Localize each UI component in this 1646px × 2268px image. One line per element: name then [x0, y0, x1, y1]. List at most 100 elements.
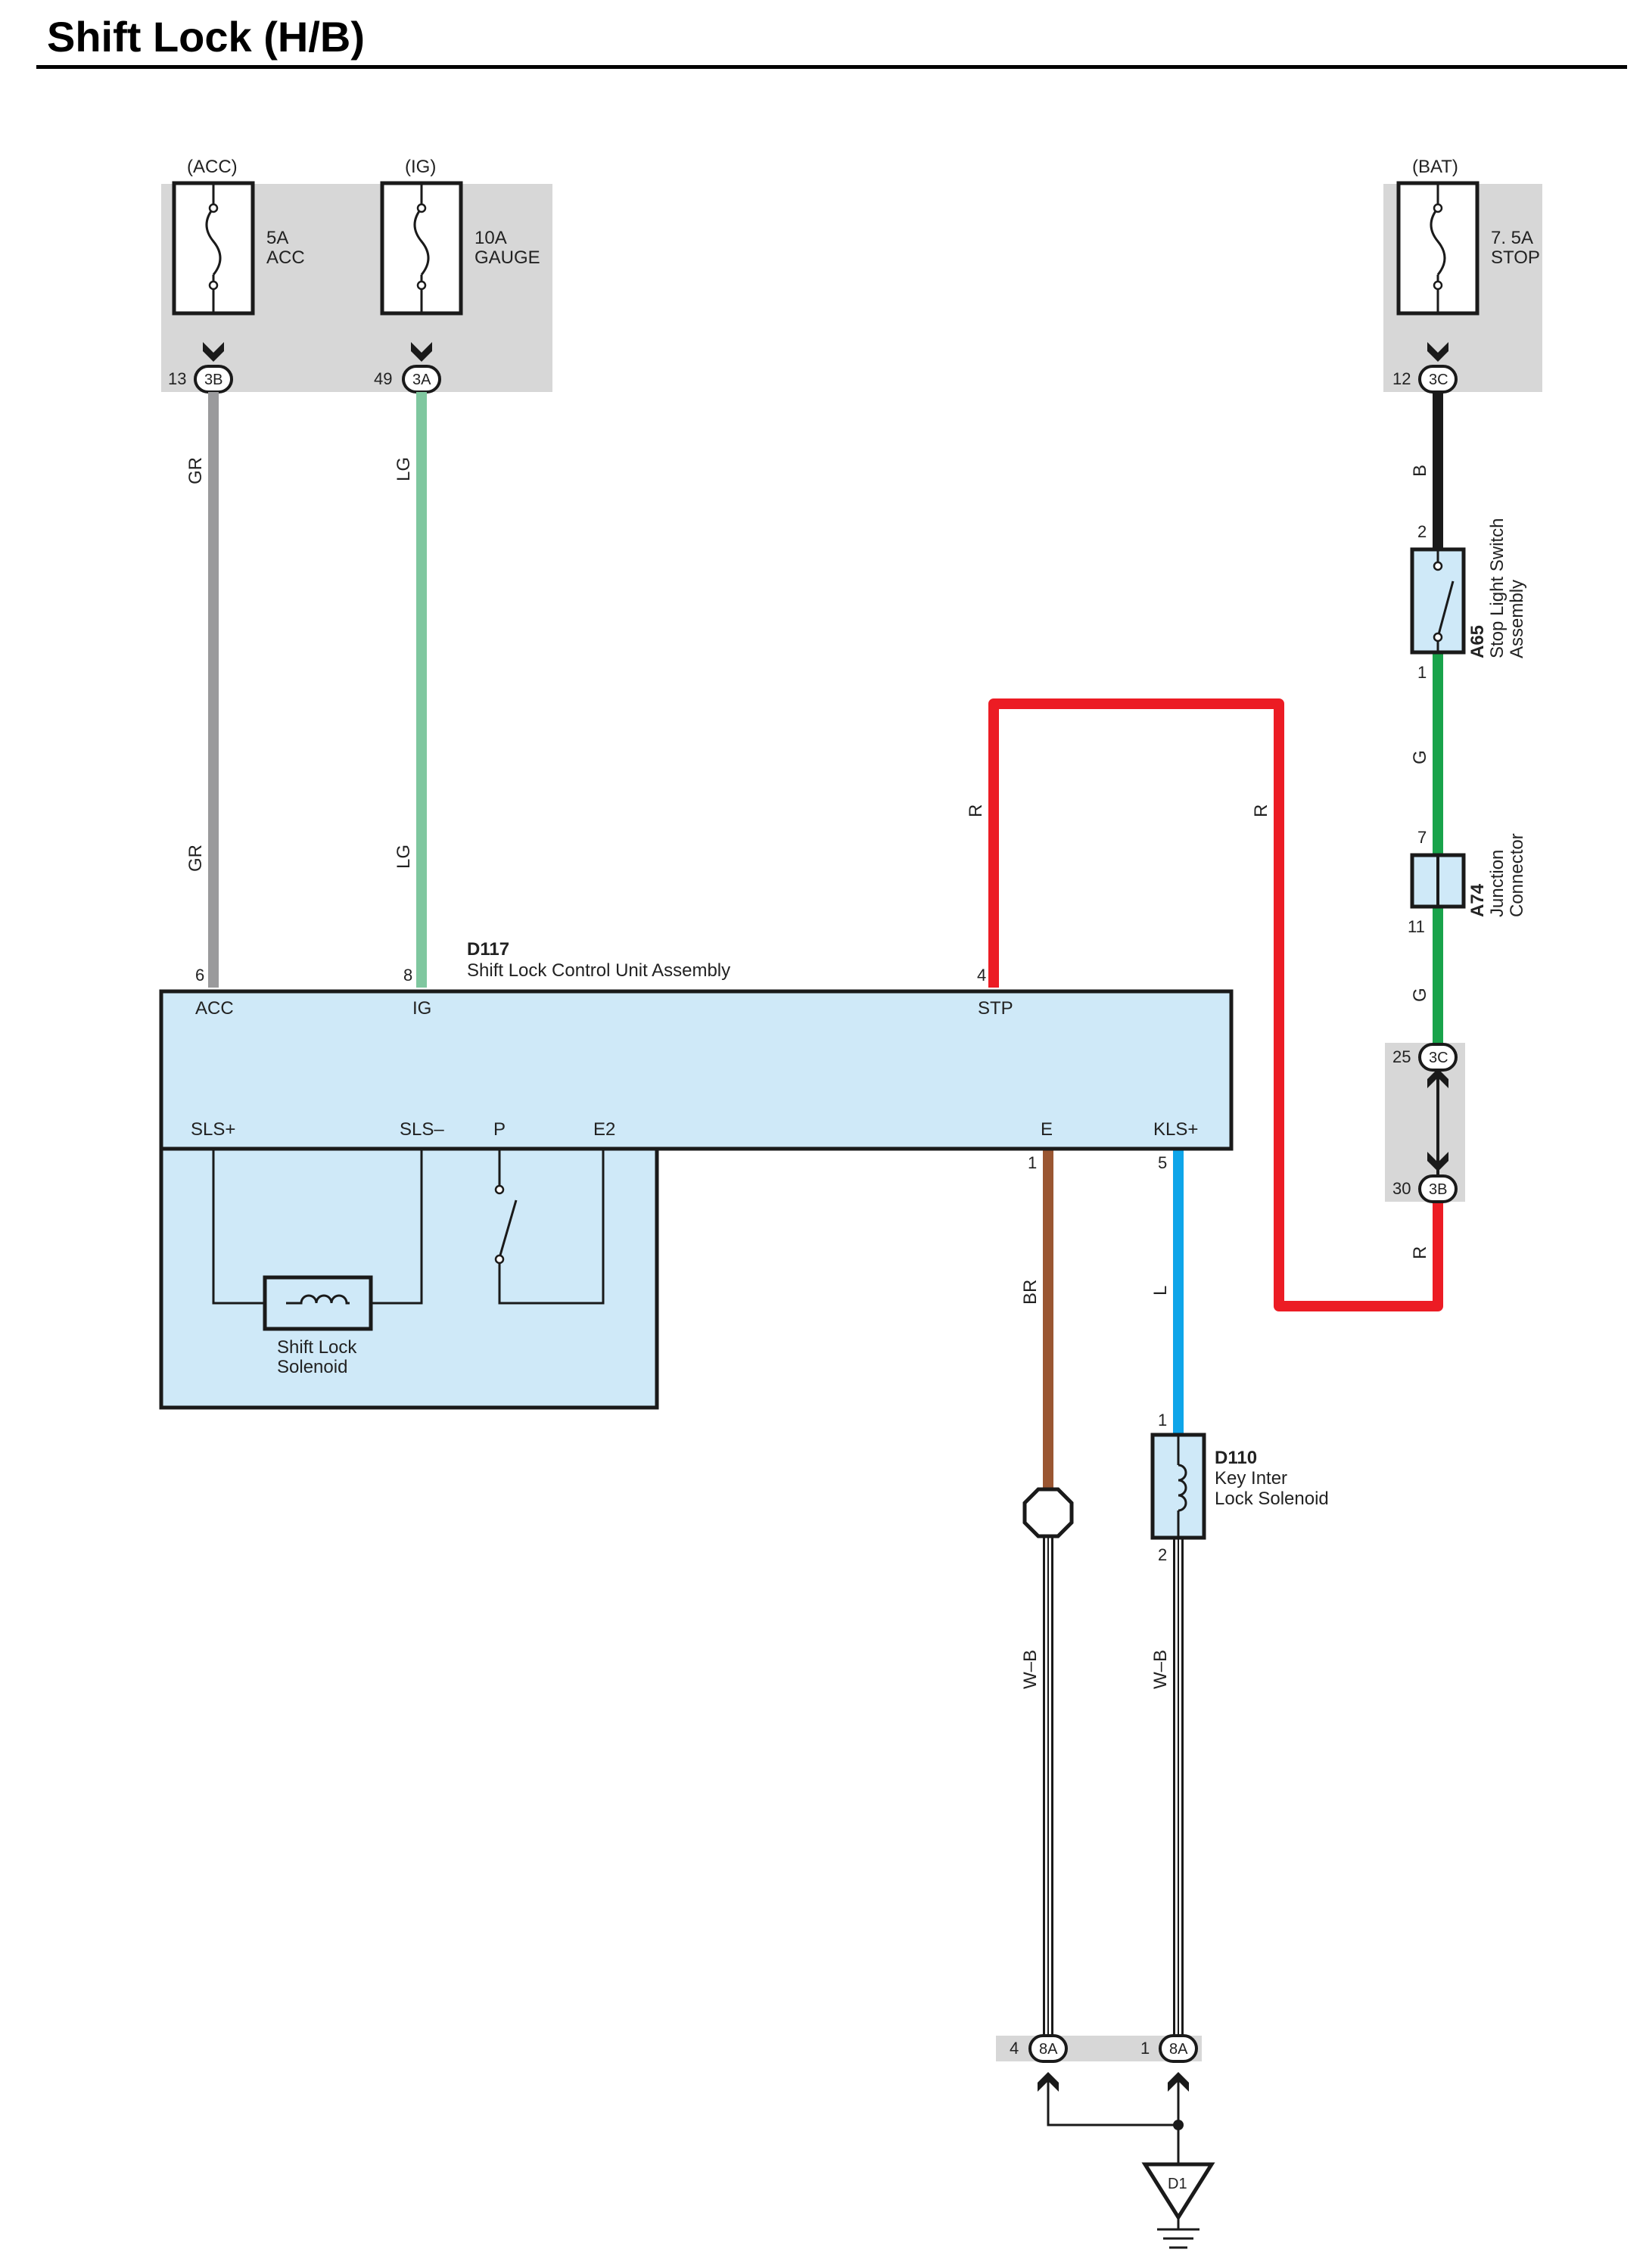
fuse-gauge: (IG) 10A GAUGE — [380, 157, 540, 316]
wire-label-l: L — [1150, 1286, 1171, 1296]
terminal-p: P — [493, 1119, 506, 1140]
arrow-down-icon — [1427, 342, 1448, 362]
a74-name-line1: Junction — [1487, 850, 1508, 917]
fuse-acc: (ACC) 5A ACC — [172, 157, 305, 316]
fuse-icon — [413, 207, 430, 275]
svg-text:3C: 3C — [1429, 372, 1448, 388]
wire-label-wb: W–B — [1150, 1650, 1171, 1689]
fuse-acc-rating: 5A — [266, 228, 288, 248]
a65-id: A65 — [1467, 625, 1488, 658]
fuse-gauge-rating: 10A — [475, 228, 507, 248]
coil-icon — [1178, 1464, 1187, 1512]
wire-label-g: G — [1410, 750, 1430, 764]
title-rule — [36, 65, 1627, 69]
ground-d1: D1 — [1141, 2162, 1215, 2249]
svg-text:2: 2 — [1158, 1545, 1167, 1564]
terminal-sls-plus: SLS+ — [191, 1119, 235, 1140]
d110-id: D110 — [1215, 1448, 1257, 1468]
switch-icon — [1436, 580, 1455, 638]
svg-text:12: 12 — [1392, 369, 1411, 388]
terminal-acc: ACC — [195, 998, 234, 1019]
wire-label-r: R — [1410, 1246, 1430, 1259]
wire-label-lg: LG — [394, 457, 414, 481]
svg-text:25: 25 — [1392, 1047, 1411, 1066]
svg-text:7: 7 — [1417, 828, 1427, 847]
terminal-stp: STP — [978, 998, 1013, 1019]
wire-label-b: B — [1410, 465, 1430, 477]
connector-12-3c: 12 3C — [1392, 365, 1458, 394]
wire-label-g: G — [1410, 988, 1430, 1002]
fuse-stop-source: (BAT) — [1412, 157, 1458, 177]
wire-label-r: R — [1251, 804, 1271, 817]
terminal-e2: E2 — [593, 1119, 615, 1140]
arrow-down-icon — [411, 342, 432, 362]
arrow-down-icon — [203, 342, 224, 362]
svg-text:1: 1 — [1417, 663, 1427, 682]
fuse-stop-rating: 7. 5A — [1491, 228, 1533, 248]
fuse-gauge-source: (IG) — [405, 157, 436, 177]
a74-name-line2: Connector — [1507, 833, 1527, 917]
page-title: Shift Lock (H/B) — [47, 13, 365, 61]
wire-label-wb: W–B — [1020, 1650, 1041, 1689]
d110-name-line2: Lock Solenoid — [1215, 1489, 1329, 1509]
wire-label-r: R — [966, 804, 986, 817]
svg-text:8A: 8A — [1039, 2041, 1058, 2058]
d117-id: D117 — [467, 939, 509, 960]
a74-junction-connector: 7 11 A74 Junction Connector — [1408, 828, 1527, 936]
wire-label-gr: GR — [185, 457, 206, 484]
fuse-icon — [205, 207, 222, 275]
d117-shift-lock-control-unit: D117 Shift Lock Control Unit Assembly 6 … — [159, 939, 1234, 1410]
svg-text:4: 4 — [977, 966, 986, 985]
arrow-up-icon — [1427, 1069, 1448, 1088]
wire-wb — [1043, 1536, 1184, 2036]
fuse-icon — [1430, 207, 1446, 275]
d117-name: Shift Lock Control Unit Assembly — [467, 960, 730, 981]
svg-text:5: 5 — [1158, 1153, 1167, 1172]
arrow-down-icon — [1427, 1152, 1448, 1171]
svg-text:3B: 3B — [204, 372, 222, 388]
wire-r — [988, 698, 1443, 1311]
terminal-e: E — [1041, 1119, 1053, 1140]
solenoid-label-line1: Shift Lock — [277, 1337, 357, 1358]
svg-text:11: 11 — [1408, 917, 1425, 936]
splice-point — [1022, 1487, 1074, 1538]
connector-13-3b: 13 3B — [168, 365, 233, 394]
wire-label-gr: GR — [185, 845, 206, 872]
fuse-stop-name: STOP — [1491, 247, 1540, 268]
solenoid-icon — [263, 1275, 373, 1331]
svg-text:1: 1 — [1140, 2039, 1150, 2058]
fuse-gauge-name: GAUGE — [475, 247, 540, 268]
svg-text:1: 1 — [1158, 1411, 1167, 1430]
fuse-acc-source: (ACC) — [187, 157, 238, 177]
fuse-stop: (BAT) 7. 5A STOP — [1396, 157, 1540, 316]
svg-text:3A: 3A — [412, 372, 431, 388]
terminal-ig: IG — [412, 998, 431, 1019]
a65-name-line2: Assembly — [1507, 580, 1527, 658]
svg-text:3B: 3B — [1429, 1181, 1447, 1198]
hb-inline-connector: 25 3C 30 3B — [1385, 1043, 1465, 1203]
svg-text:4: 4 — [1010, 2039, 1019, 2058]
svg-text:8A: 8A — [1169, 2041, 1188, 2058]
solenoid-label-line2: Solenoid — [277, 1357, 347, 1377]
svg-text:13: 13 — [168, 369, 186, 388]
a65-name-line1: Stop Light Switch — [1487, 518, 1508, 658]
svg-text:30: 30 — [1392, 1179, 1411, 1198]
svg-text:2: 2 — [1417, 522, 1427, 541]
a65-stop-light-switch: 2 1 A65 Stop Light Switch Assembly — [1410, 518, 1527, 682]
arrow-up-icon — [1168, 2072, 1189, 2092]
ground-id: D1 — [1168, 2176, 1187, 2192]
fuse-arrows — [203, 342, 1448, 362]
coil-icon — [286, 1294, 350, 1305]
fuse-acc-name: ACC — [266, 247, 305, 268]
d110-name-line1: Key Inter — [1215, 1468, 1287, 1489]
switch-icon — [498, 1199, 518, 1258]
svg-text:1: 1 — [1028, 1153, 1037, 1172]
arrow-up-icon — [1038, 2072, 1059, 2092]
connector-49-3a: 49 3A — [374, 365, 441, 394]
svg-text:3C: 3C — [1429, 1050, 1448, 1066]
svg-text:6: 6 — [195, 966, 204, 985]
terminal-kls-plus: KLS+ — [1153, 1119, 1198, 1140]
d110-key-interlock-solenoid: 1 2 D110 Key Inter Lock Solenoid — [1150, 1411, 1329, 1564]
svg-text:49: 49 — [374, 369, 392, 388]
